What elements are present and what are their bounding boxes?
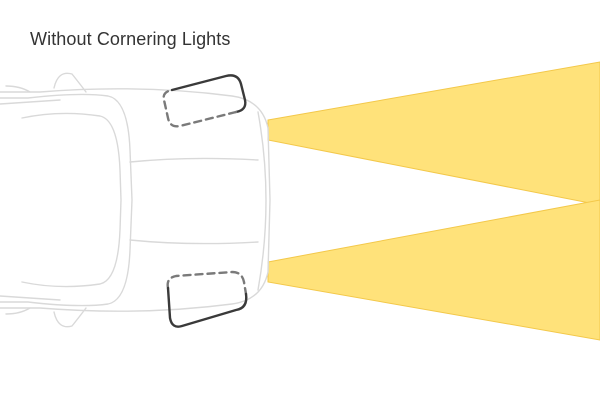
right-mirror xyxy=(53,307,87,328)
hood-crease-lower xyxy=(129,239,259,245)
cabin-line xyxy=(21,112,122,288)
windshield-outline xyxy=(0,93,133,307)
car-hull-outline xyxy=(0,88,271,312)
front-bumper xyxy=(257,111,267,291)
car-body xyxy=(0,72,271,328)
upper-headlight xyxy=(162,74,247,128)
upper-headlight-housing-solid xyxy=(170,74,247,114)
upper-headlight-housing-dashed xyxy=(162,88,238,128)
side-line-lower xyxy=(0,295,61,301)
upper-fender xyxy=(5,85,31,93)
side-line-upper xyxy=(0,99,61,105)
lower-headlight xyxy=(166,270,248,328)
left-mirror xyxy=(53,72,87,93)
diagram-title: Without Cornering Lights xyxy=(30,29,231,49)
hood-crease-upper xyxy=(129,157,259,163)
lower-headlight-housing-dashed xyxy=(166,270,248,296)
lower-headlight-beam xyxy=(267,199,600,341)
lower-headlight-housing-solid xyxy=(166,286,248,328)
lower-fender xyxy=(5,307,31,315)
upper-headlight-beam xyxy=(267,61,600,206)
